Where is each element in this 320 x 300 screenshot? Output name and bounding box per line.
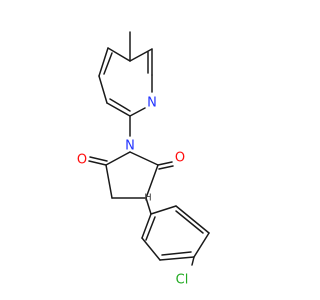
bond [109, 98, 131, 112]
bond [88, 160, 107, 166]
bond [103, 52, 113, 75]
bond [107, 47, 131, 62]
bond [145, 216, 156, 241]
bond [150, 205, 177, 215]
bond [129, 48, 153, 62]
chlorine-label: Cl [176, 273, 189, 288]
bond [98, 75, 108, 104]
bond [129, 107, 146, 117]
stereo-hydrogen-label: H [144, 193, 152, 204]
bond [175, 205, 210, 234]
bond [141, 237, 161, 261]
left-carbonyl-oxygen-label: O [77, 153, 87, 168]
chlorophenyl-ring [141, 205, 210, 266]
bond [191, 256, 195, 266]
bond [193, 232, 210, 258]
structure-diagram: N N O O H Cl [77, 31, 210, 288]
bond [98, 47, 109, 77]
imide-nitrogen-label: N [125, 139, 135, 154]
bond [129, 151, 159, 166]
bond [158, 165, 174, 170]
right-carbonyl-oxygen-label: O [175, 151, 185, 166]
bond [157, 161, 173, 166]
bond [161, 251, 192, 256]
bond [106, 102, 131, 117]
bond [105, 151, 131, 166]
bond [105, 164, 113, 199]
bond [141, 213, 152, 239]
succinimide-ring [88, 151, 174, 215]
pyridine-nitrogen-label: N [147, 96, 157, 111]
bond [175, 210, 204, 234]
bond [145, 164, 159, 199]
bond [145, 197, 152, 215]
pyridine-ring [98, 31, 153, 137]
bond [89, 156, 108, 162]
bond [159, 256, 195, 261]
